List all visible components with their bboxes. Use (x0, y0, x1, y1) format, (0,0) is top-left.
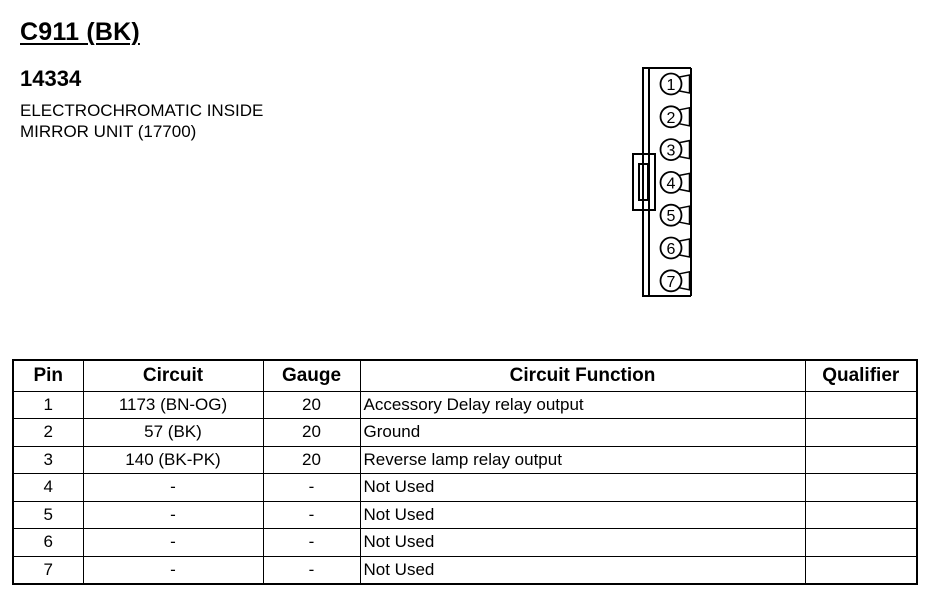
cell-gauge: - (262, 555, 361, 584)
cell-qualifier (804, 473, 918, 502)
pin-number-label: 2 (667, 110, 676, 127)
pin-cavity-circle (659, 171, 683, 194)
pin-number-label: 6 (667, 241, 676, 258)
pin-cavity-circle (659, 138, 683, 161)
part-number: 14334 (20, 66, 82, 91)
cell-circuit: 140 (BK-PK) (82, 445, 264, 474)
cell-circuit-function: Reverse lamp relay output (359, 445, 806, 474)
table-header-row: Pin Circuit Gauge Circuit Function Quali… (12, 359, 918, 392)
pin-number-label: 3 (667, 143, 676, 160)
pin-cavity-circle (659, 105, 683, 129)
pin-cavity-circle (659, 236, 683, 260)
cell-qualifier (804, 528, 918, 557)
locking-tab-inner (638, 163, 649, 201)
pin-number-label: 4 (667, 175, 676, 192)
cell-qualifier (804, 555, 918, 584)
pin-number-label: 5 (667, 208, 676, 225)
cell-circuit: 1173 (BN-OG) (82, 390, 264, 419)
table-row: 6--Not Used (12, 528, 918, 557)
table-row: 7--Not Used (12, 555, 918, 584)
cell-gauge: 20 (262, 390, 361, 419)
cell-pin: 4 (12, 473, 84, 502)
pin-terminal-notch (679, 106, 691, 127)
cell-circuit: 57 (BK) (82, 418, 264, 447)
housing-left-edge (642, 67, 649, 297)
cell-pin: 6 (12, 528, 84, 557)
cell-circuit: - (82, 555, 264, 584)
pinout-table: Pin Circuit Gauge Circuit Function Quali… (12, 359, 918, 585)
cell-circuit-function: Not Used (359, 473, 806, 502)
pin-cavity-circle (659, 269, 683, 293)
column-header-gauge: Gauge (262, 359, 361, 392)
cell-circuit-function: Not Used (359, 555, 806, 584)
column-header-pin: Pin (12, 359, 84, 392)
cell-pin: 5 (12, 500, 84, 529)
pin-cavity-circle (659, 72, 683, 96)
cell-circuit-function: Accessory Delay relay output (359, 390, 806, 419)
cell-pin: 1 (12, 390, 84, 419)
cell-circuit: - (82, 528, 264, 557)
cell-gauge: - (262, 528, 361, 557)
cell-circuit-function: Not Used (359, 528, 806, 557)
description-line-2: MIRROR UNIT (17700) (20, 122, 197, 141)
cell-gauge: 20 (262, 418, 361, 447)
cell-circuit-function: Not Used (359, 500, 806, 529)
pin-terminal-notch (679, 238, 691, 258)
cell-qualifier (804, 390, 918, 419)
table-row: 5--Not Used (12, 500, 918, 529)
cell-circuit: - (82, 500, 264, 529)
cell-qualifier (804, 445, 918, 474)
pin-terminal-notch (679, 172, 691, 193)
pin-terminal-notch (679, 270, 691, 291)
column-header-qualifier: Qualifier (804, 359, 918, 392)
description-line-1: ELECTROCHROMATIC INSIDE (20, 101, 264, 120)
connector-id-title: C911 (BK) (20, 18, 140, 46)
cell-qualifier (804, 500, 918, 529)
cell-qualifier (804, 418, 918, 447)
column-header-circuit: Circuit (82, 359, 264, 392)
cell-gauge: 20 (262, 445, 361, 474)
pin-terminal-notch (679, 205, 691, 226)
cell-pin: 7 (12, 555, 84, 584)
cell-circuit-function: Ground (359, 418, 806, 447)
component-description: ELECTROCHROMATIC INSIDE MIRROR UNIT (177… (20, 100, 263, 142)
locking-tab (632, 153, 656, 211)
connector-face-diagram: 1 2 3 4 5 6 7 (632, 67, 692, 297)
pin-number-label: 7 (667, 274, 676, 291)
table-row: 4--Not Used (12, 473, 918, 502)
pin-terminal-notch (679, 74, 691, 94)
pin-terminal-notch (679, 139, 691, 160)
cell-circuit: - (82, 473, 264, 502)
cell-pin: 2 (12, 418, 84, 447)
cell-pin: 3 (12, 445, 84, 474)
pin-cavities: 1 2 3 4 5 6 7 (659, 72, 691, 293)
column-header-circuit-function: Circuit Function (359, 359, 806, 392)
cell-gauge: - (262, 500, 361, 529)
pin-cavity-circle (659, 203, 683, 227)
cell-gauge: - (262, 473, 361, 502)
pin-number-label: 1 (667, 77, 676, 94)
